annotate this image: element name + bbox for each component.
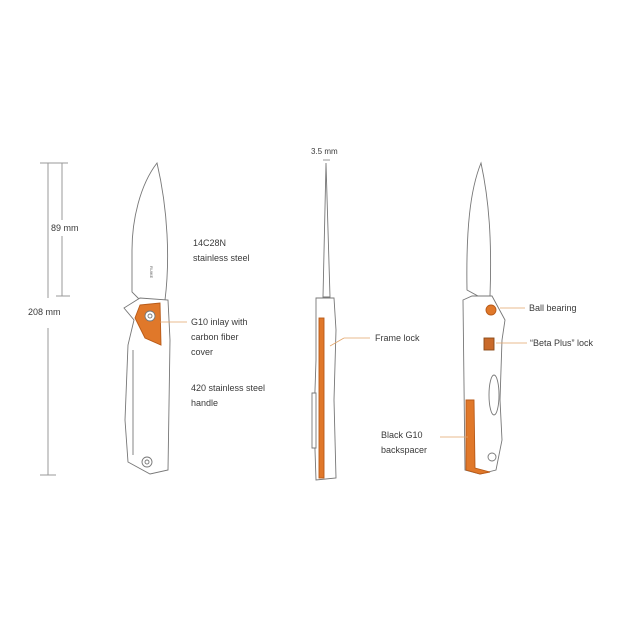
thickness-label: 3.5 mm xyxy=(311,147,338,156)
blade xyxy=(466,161,492,297)
handle-callout: 420 stainless steel handle xyxy=(191,381,265,411)
callout-line: stainless steel xyxy=(193,253,250,263)
backspacer-callout: Black G10 backspacer xyxy=(381,428,427,458)
callout-line: 14C28N xyxy=(193,238,227,248)
handle-spine xyxy=(313,297,337,481)
blade-spine xyxy=(322,162,331,298)
dimension-lines xyxy=(40,159,330,476)
rear-screw xyxy=(487,452,497,462)
knife-spine-view xyxy=(311,162,337,481)
callout-line: Black G10 xyxy=(381,430,423,440)
brand-logo: RUIKE xyxy=(149,266,154,279)
frame-lock-callout: Frame lock xyxy=(375,333,420,343)
pocket-clip xyxy=(311,392,317,449)
callout-line: handle xyxy=(191,398,219,408)
black-g10-backspacer xyxy=(465,399,491,475)
blade-length-label: 89 mm xyxy=(51,223,79,233)
ball-bearing-callout: Ball bearing xyxy=(529,303,577,313)
pivot-screw-center xyxy=(147,313,153,319)
lock-callout: “Beta Plus” lock xyxy=(530,338,594,348)
orange-liner xyxy=(318,317,325,479)
callout-line: G10 inlay with xyxy=(191,317,248,327)
callout-line: 420 stainless steel xyxy=(191,383,266,393)
ball-bearing-pivot xyxy=(485,304,497,316)
leader-lines xyxy=(160,307,527,438)
knife-back-view xyxy=(462,161,506,475)
callout-line: backspacer xyxy=(381,445,428,455)
callout-line: cover xyxy=(191,347,214,357)
handle-cutout xyxy=(488,374,500,416)
blade-steel-callout: 14C28N stainless steel xyxy=(193,236,250,266)
leader-frame-lock-a xyxy=(329,337,345,347)
knife-front-view xyxy=(123,161,171,475)
blade xyxy=(131,161,169,301)
inlay-callout: G10 inlay with carbon fiber cover xyxy=(191,315,248,360)
beta-plus-lock xyxy=(483,337,495,351)
rear-screw-center xyxy=(144,459,150,465)
overall-length-label: 208 mm xyxy=(28,307,61,317)
callout-line: carbon fiber xyxy=(191,332,239,342)
